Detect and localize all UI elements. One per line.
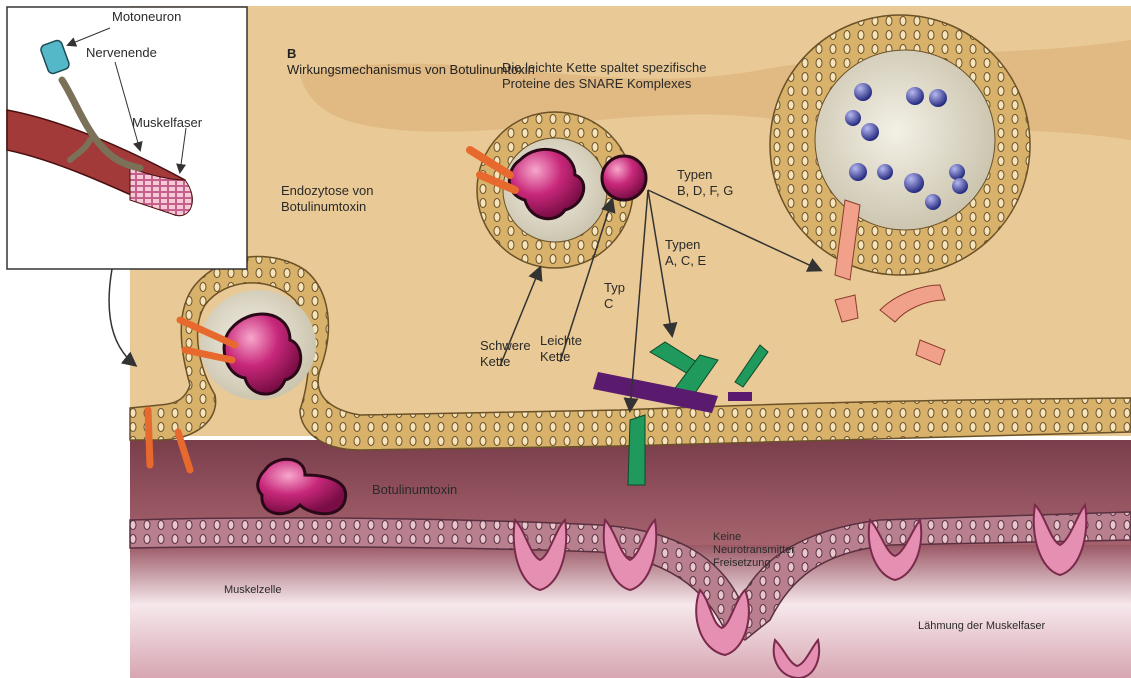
label-heavy-chain: Schwere Kette (480, 338, 531, 370)
label-light-chain: Leichte Kette (540, 333, 582, 365)
light-chain-free (602, 156, 646, 200)
synaptic-vesicle-lumen (815, 50, 995, 230)
label-muscle-cell: Muskelzelle (224, 584, 281, 597)
label-types-ace: Typen A, C, E (665, 237, 706, 269)
label-endocytosis: Endozytose von Botulinumtoxin (281, 183, 374, 215)
label-paralysis: Lähmung der Muskelfaser (918, 620, 1045, 633)
panel-letter: B (287, 46, 296, 61)
label-botulinum-toxin: Botulinumtoxin (372, 482, 457, 498)
diagram-title: B Wirkungsmechanismus von Botulinumtoxin (287, 30, 535, 78)
label-motoneuron: Motoneuron (112, 9, 181, 25)
label-muscle-fiber: Muskelfaser (132, 115, 202, 131)
label-type-c: Typ C (604, 280, 625, 312)
label-light-chain-cleaves: Die leichte Kette spaltet spezifische Pr… (502, 60, 707, 92)
label-types-bdfg: Typen B, D, F, G (677, 167, 733, 199)
label-nerve-ending: Nervenende (86, 45, 157, 61)
panel-title: Wirkungsmechanismus von Botulinumtoxin (287, 62, 535, 77)
label-no-neurotransmitter-release: Keine Neurotransmitter Freisetzung (713, 531, 795, 570)
